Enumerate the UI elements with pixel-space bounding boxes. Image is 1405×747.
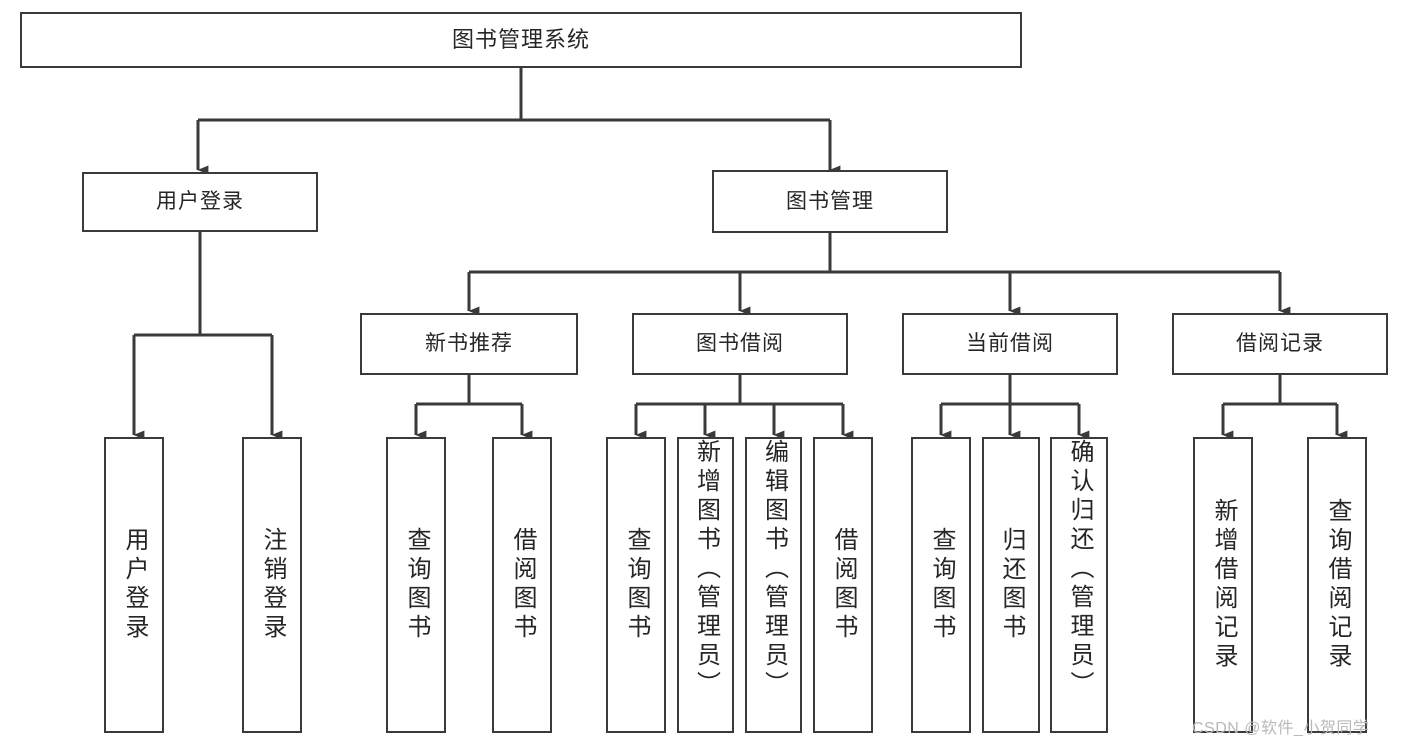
node-label: 借阅记录 xyxy=(1236,332,1324,356)
leaf-label: 借阅图书 xyxy=(830,527,857,643)
leaf-user-login[interactable]: 用户登录 xyxy=(104,437,164,733)
leaf-label: 归还图书 xyxy=(998,527,1025,643)
node-label: 图书借阅 xyxy=(696,332,784,356)
leaf-query-books-current[interactable]: 查询图书 xyxy=(911,437,971,733)
leaf-add-book-admin[interactable]: 新增图书（管理员） xyxy=(677,437,734,733)
leaf-label: 查询借阅记录 xyxy=(1324,498,1351,672)
leaf-label: 注销登录 xyxy=(259,527,286,643)
node-label: 用户登录 xyxy=(156,190,244,214)
leaf-label: 查询图书 xyxy=(623,527,650,643)
node-borrowing-records[interactable]: 借阅记录 xyxy=(1172,313,1388,375)
node-label: 图书管理 xyxy=(786,189,874,213)
leaf-label: 编辑图书（管理员） xyxy=(760,439,788,700)
leaf-query-books-borrow[interactable]: 查询图书 xyxy=(606,437,666,733)
leaf-edit-book-admin[interactable]: 编辑图书（管理员） xyxy=(745,437,802,733)
leaf-borrow-books-new[interactable]: 借阅图书 xyxy=(492,437,552,733)
leaf-label: 确认归还（管理员） xyxy=(1066,439,1093,700)
leaf-borrow-books-borrow[interactable]: 借阅图书 xyxy=(813,437,873,733)
node-book-management[interactable]: 图书管理 xyxy=(712,170,948,233)
leaf-label: 新增图书（管理员） xyxy=(692,439,720,700)
node-new-book-recommendation[interactable]: 新书推荐 xyxy=(360,313,578,375)
node-label: 图书管理系统 xyxy=(451,26,590,52)
leaf-label: 查询图书 xyxy=(403,527,430,643)
leaf-query-borrow-record[interactable]: 查询借阅记录 xyxy=(1307,437,1367,733)
node-user-login[interactable]: 用户登录 xyxy=(82,172,318,232)
leaf-label: 新增借阅记录 xyxy=(1210,498,1237,672)
leaf-query-books-new[interactable]: 查询图书 xyxy=(386,437,446,733)
leaf-return-books[interactable]: 归还图书 xyxy=(982,437,1040,733)
node-label: 新书推荐 xyxy=(425,332,513,356)
leaf-label: 借阅图书 xyxy=(509,527,536,643)
leaf-label: 查询图书 xyxy=(928,527,955,643)
node-book-borrowing[interactable]: 图书借阅 xyxy=(632,313,848,375)
node-label: 当前借阅 xyxy=(966,332,1054,356)
leaf-logout[interactable]: 注销登录 xyxy=(242,437,302,733)
leaf-label: 用户登录 xyxy=(121,527,148,643)
leaf-add-borrow-record[interactable]: 新增借阅记录 xyxy=(1193,437,1253,733)
node-current-borrowing[interactable]: 当前借阅 xyxy=(902,313,1118,375)
leaf-confirm-return-admin[interactable]: 确认归还（管理员） xyxy=(1050,437,1108,733)
node-root-book-management-system[interactable]: 图书管理系统 xyxy=(20,12,1022,68)
